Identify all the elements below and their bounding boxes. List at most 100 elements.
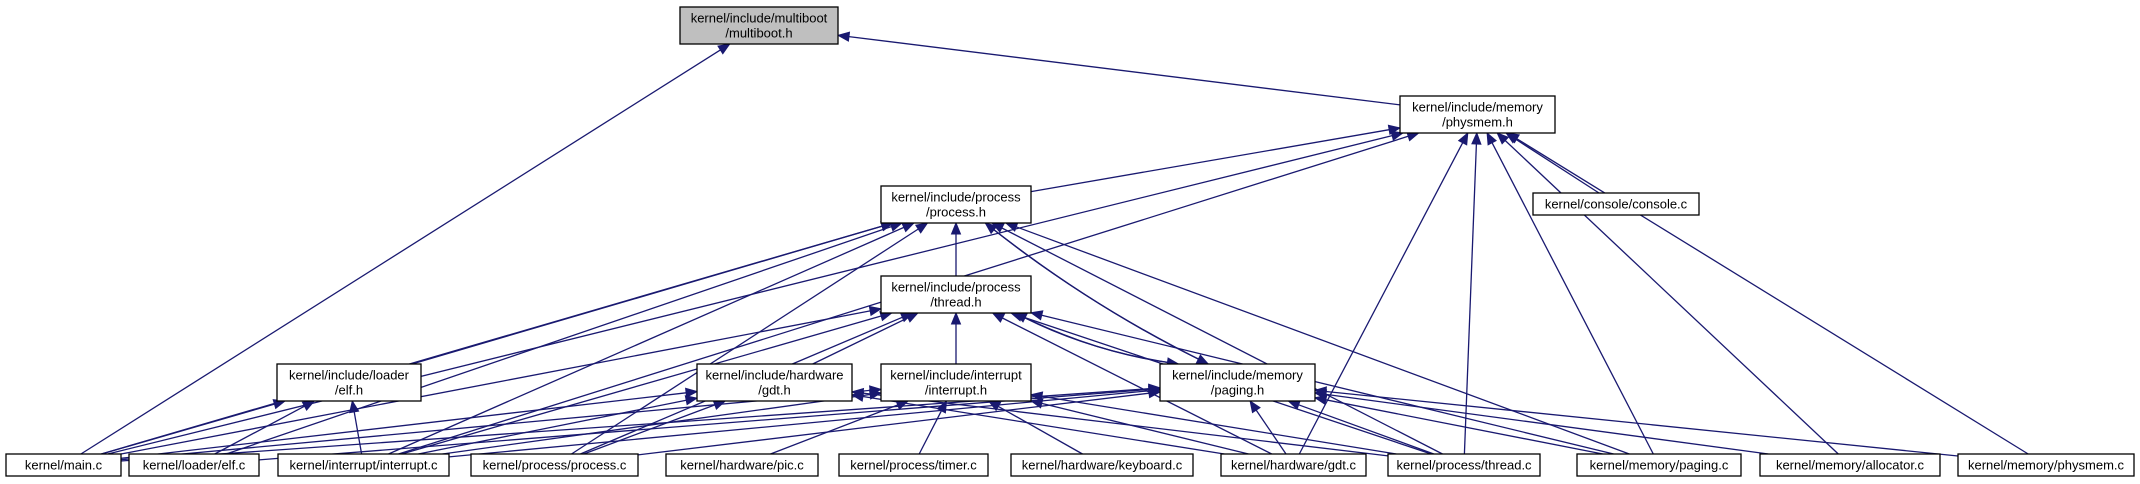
edge-line bbox=[225, 225, 892, 455]
edge-arrowhead bbox=[836, 31, 851, 42]
node-box[interactable] bbox=[679, 6, 839, 45]
node-paging-c[interactable]: kernel/memory/paging.c bbox=[1576, 453, 1742, 477]
edge-paging_c-to-process_h bbox=[1004, 222, 1630, 455]
edge-line bbox=[1463, 143, 1478, 455]
node-keyboard-c[interactable]: kernel/hardware/keyboard.c bbox=[1010, 453, 1194, 477]
node-label: kernel/include/multiboot bbox=[691, 11, 828, 26]
node-paging-h[interactable]: kernel/include/memory/paging.h bbox=[1159, 363, 1316, 402]
node-label: /multiboot.h bbox=[725, 26, 792, 41]
edge-line bbox=[1015, 226, 1630, 455]
node-label: kernel/include/memory bbox=[1412, 100, 1543, 115]
node-process-c[interactable]: kernel/process/process.c bbox=[470, 453, 639, 477]
node-box[interactable] bbox=[276, 363, 422, 402]
edge-line bbox=[120, 392, 687, 459]
node-box[interactable] bbox=[1759, 453, 1941, 477]
node-box[interactable] bbox=[1010, 453, 1194, 477]
node-console-c[interactable]: kernel/console/console.c bbox=[1532, 192, 1700, 216]
node-label: /process.h bbox=[926, 205, 986, 220]
edge-arrowhead bbox=[950, 221, 962, 235]
node-box[interactable] bbox=[838, 453, 989, 477]
node-allocator-c[interactable]: kernel/memory/allocator.c bbox=[1759, 453, 1941, 477]
edge-line bbox=[1516, 138, 2029, 455]
node-box[interactable] bbox=[1957, 453, 2135, 477]
edge-physmem_c-to-paging_h bbox=[1313, 386, 1959, 457]
node-box[interactable] bbox=[880, 363, 1032, 402]
node-box[interactable] bbox=[1220, 453, 1367, 477]
node-elf-c[interactable]: kernel/loader/elf.c bbox=[128, 453, 260, 477]
edge-arrowhead bbox=[1457, 131, 1469, 146]
edge-arrowhead bbox=[349, 399, 360, 414]
edge-line bbox=[1325, 390, 1959, 457]
edge-line bbox=[812, 317, 909, 365]
edge-elf_c-to-process_h bbox=[225, 221, 904, 455]
edge-arrowhead bbox=[1249, 399, 1261, 414]
node-label: kernel/memory/physmem.c bbox=[1968, 458, 2125, 473]
node-box[interactable] bbox=[277, 453, 450, 477]
edge-line bbox=[388, 226, 905, 455]
edge-physmem_c-to-physmem_h bbox=[1506, 132, 2029, 455]
edge-line bbox=[1041, 402, 1249, 455]
edge-gdt_c-to-thread_h bbox=[991, 312, 1272, 455]
node-label: /gdt.h bbox=[758, 383, 791, 398]
node-box[interactable] bbox=[1387, 453, 1541, 477]
edge-paging_c-to-physmem_h bbox=[1486, 131, 1654, 455]
edge-line bbox=[1041, 314, 1614, 455]
edge-line bbox=[1014, 312, 1168, 364]
node-label: /elf.h bbox=[335, 383, 363, 398]
node-label: kernel/include/loader bbox=[289, 368, 410, 383]
node-box[interactable] bbox=[1532, 192, 1700, 216]
node-box[interactable] bbox=[128, 453, 260, 477]
node-box[interactable] bbox=[1399, 95, 1556, 134]
node-timer-c[interactable]: kernel/process/timer.c bbox=[838, 453, 989, 477]
node-box[interactable] bbox=[1159, 363, 1316, 402]
node-interrupt-c[interactable]: kernel/interrupt/interrupt.c bbox=[277, 453, 450, 477]
node-box[interactable] bbox=[470, 453, 639, 477]
node-physmem-h[interactable]: kernel/include/memory/physmem.h bbox=[1399, 95, 1556, 134]
edge-interrupt_c-to-process_h bbox=[388, 222, 916, 455]
edge-gdt_c-to-physmem_h bbox=[1298, 131, 1469, 455]
edge-line bbox=[1002, 317, 1272, 455]
edge-line bbox=[1041, 395, 1397, 455]
edge-arrowhead bbox=[914, 222, 929, 234]
node-box[interactable] bbox=[665, 453, 819, 477]
edge-line bbox=[848, 35, 1401, 106]
edge-line bbox=[1325, 393, 1769, 455]
node-label: kernel/process/thread.c bbox=[1396, 458, 1532, 473]
edge-arrowhead bbox=[1506, 132, 1521, 144]
node-main-c[interactable]: kernel/main.c bbox=[5, 453, 122, 477]
node-thread-h[interactable]: kernel/include/process/thread.h bbox=[880, 275, 1032, 314]
edge-gdt_c-to-paging_h bbox=[1249, 399, 1287, 455]
node-physmem-c[interactable]: kernel/memory/physmem.c bbox=[1957, 453, 2135, 477]
node-box[interactable] bbox=[5, 453, 122, 477]
node-label: kernel/include/process bbox=[891, 280, 1021, 295]
node-interrupt-h[interactable]: kernel/include/interrupt/interrupt.h bbox=[880, 363, 1032, 402]
node-thread-c[interactable]: kernel/process/thread.c bbox=[1387, 453, 1541, 477]
node-label: kernel/include/hardware bbox=[705, 368, 843, 383]
edge-line bbox=[418, 399, 687, 455]
node-process-h[interactable]: kernel/include/process/process.h bbox=[880, 185, 1032, 224]
edge-main_c-to-thread_h bbox=[120, 305, 883, 455]
node-box[interactable] bbox=[880, 275, 1032, 314]
node-box[interactable] bbox=[880, 185, 1032, 224]
edge-arrowhead bbox=[717, 43, 731, 55]
node-label: kernel/loader/elf.c bbox=[143, 458, 246, 473]
edge-line bbox=[1030, 129, 1390, 193]
edge-main_c-to-gdt_h bbox=[120, 387, 699, 459]
node-multiboot-h[interactable]: kernel/include/multiboot/multiboot.h bbox=[679, 6, 839, 45]
node-gdt-c[interactable]: kernel/hardware/gdt.c bbox=[1220, 453, 1367, 477]
edge-line bbox=[1491, 142, 1654, 455]
edge-line bbox=[1325, 399, 1603, 455]
node-box[interactable] bbox=[1576, 453, 1742, 477]
edge-interrupt_c-to-gdt_h bbox=[418, 395, 699, 455]
node-box[interactable] bbox=[696, 363, 853, 402]
node-elf-h[interactable]: kernel/include/loader/elf.h bbox=[276, 363, 422, 402]
edge-line bbox=[120, 310, 871, 455]
edge-line bbox=[1001, 227, 1443, 455]
edge-line bbox=[353, 411, 363, 455]
node-label: kernel/hardware/gdt.c bbox=[1231, 458, 1357, 473]
node-pic-c[interactable]: kernel/hardware/pic.c bbox=[665, 453, 819, 477]
edge-interrupt_c-to-elf_h bbox=[349, 399, 363, 455]
node-gdt-h[interactable]: kernel/include/hardware/gdt.h bbox=[696, 363, 853, 402]
node-label: /thread.h bbox=[930, 295, 981, 310]
